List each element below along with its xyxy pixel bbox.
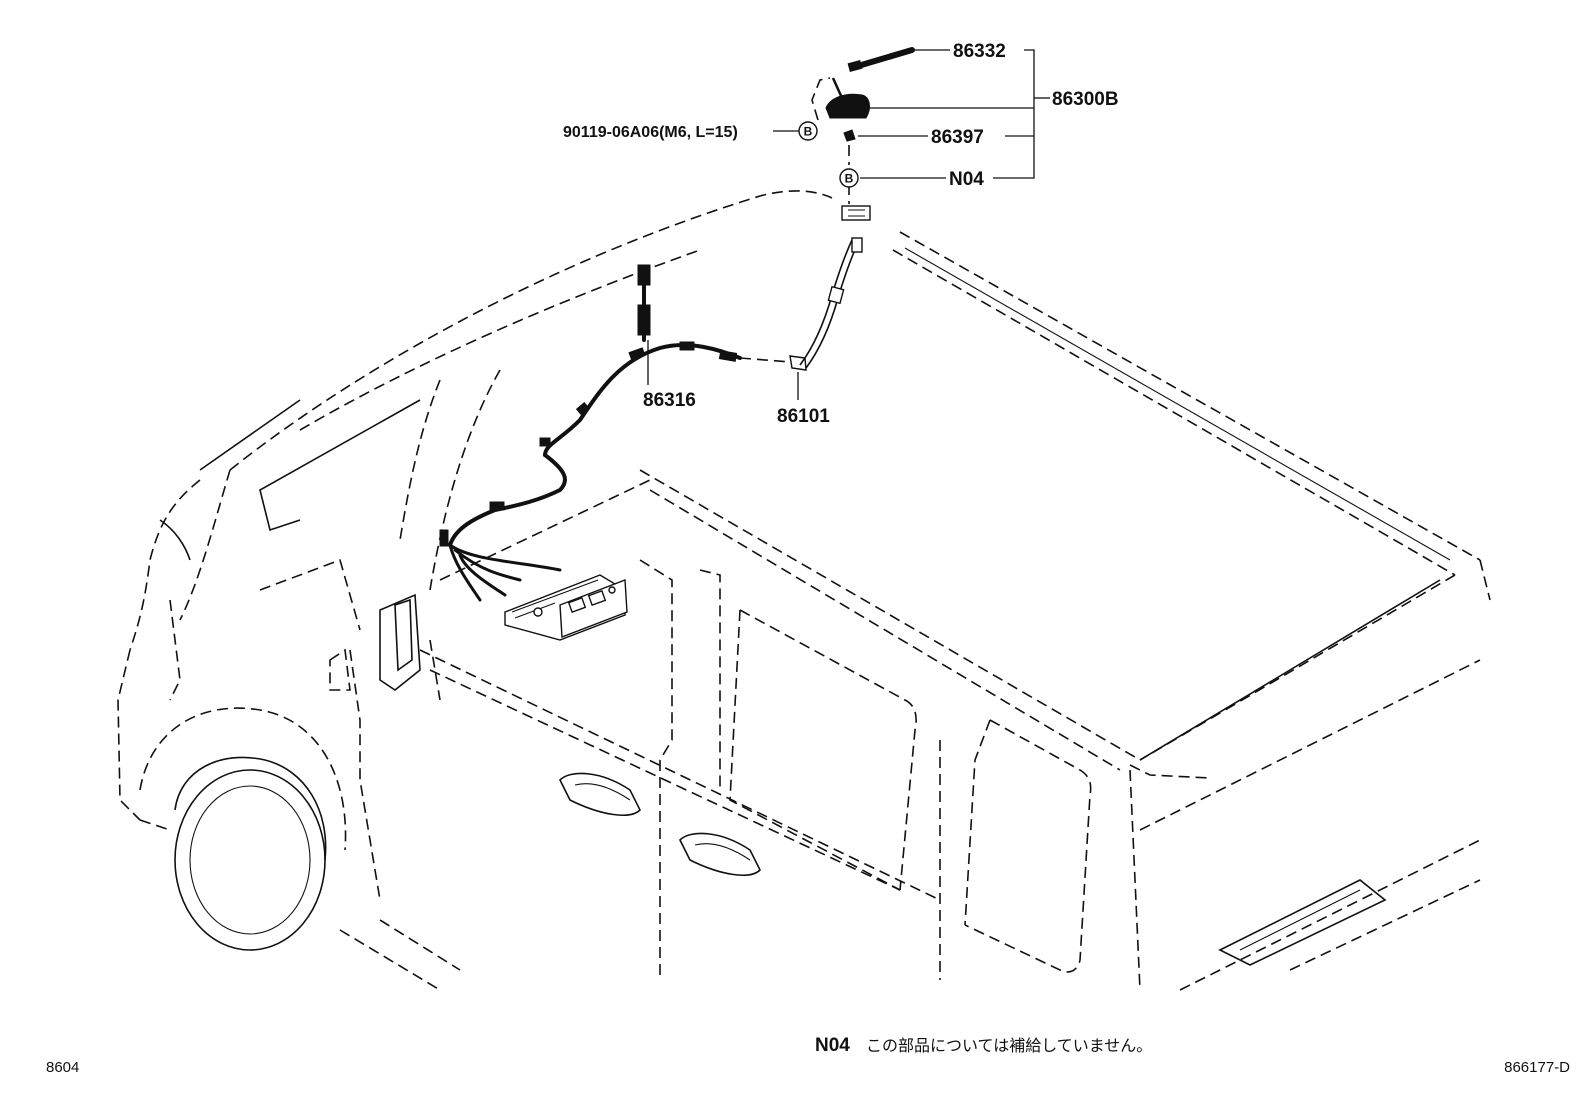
door-handle-front [559, 772, 641, 816]
callout-bolt-90119: 90119-06A06(M6, L=15) [563, 124, 738, 141]
callout-86397: 86397 [931, 127, 984, 148]
door-handle-rear [679, 832, 761, 876]
tailgate-handle [1218, 879, 1387, 966]
svg-text:B: B [845, 172, 854, 186]
callout-86316: 86316 [643, 390, 696, 411]
cable-harness-86316 [439, 264, 742, 602]
antenna-base-86300B [825, 77, 870, 119]
bolt-dash-line [811, 77, 831, 121]
roof-cable-86101 [789, 205, 871, 371]
circle-b-marker-n04: B [839, 168, 859, 188]
audio-head-unit [504, 574, 628, 641]
illustration-id: 866177-D [1504, 1059, 1570, 1076]
callout-n04: N04 [949, 169, 984, 190]
callout-86101: 86101 [777, 406, 830, 427]
front-wheel [139, 707, 347, 951]
footnote-code: N04 [815, 1035, 850, 1056]
leader-lines [647, 49, 1050, 400]
side-mirror [379, 593, 421, 691]
antenna-pad-86397 [843, 129, 856, 142]
section-number: 8604 [46, 1059, 79, 1076]
antenna-rod-86332 [847, 47, 915, 73]
callout-86300B: 86300B [1052, 89, 1119, 110]
connection-dash [739, 357, 791, 363]
vehicle-outline [117, 190, 1491, 991]
callout-86332: 86332 [953, 41, 1006, 62]
svg-text:B: B [804, 125, 813, 139]
footnote-text: この部品については補給していません。 [866, 1036, 1152, 1055]
circle-b-marker-bolt: B [798, 121, 818, 141]
